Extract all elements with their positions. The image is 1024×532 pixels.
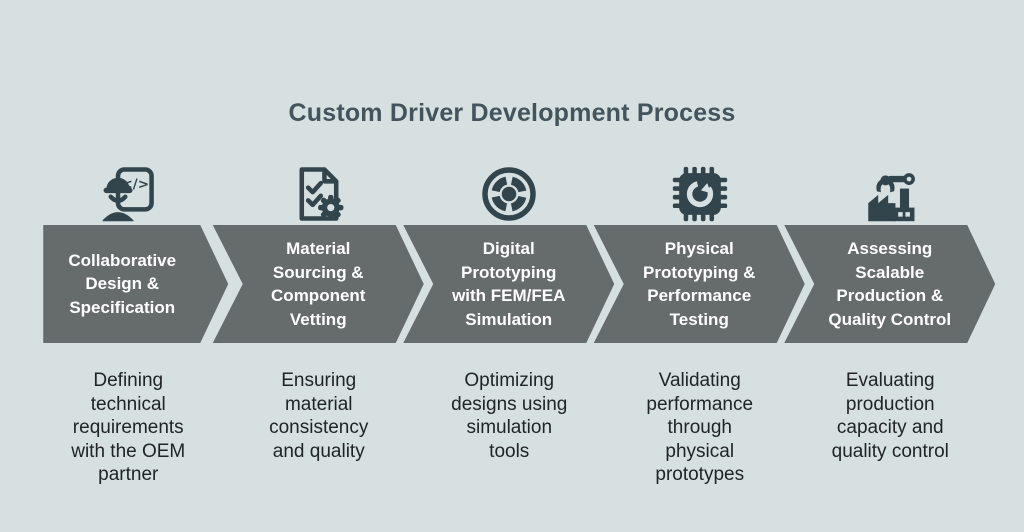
process-step: </> Collaborative Design & Specification…	[33, 165, 229, 487]
process-step: Physical Prototyping & Performance Testi…	[593, 165, 805, 487]
factory-robot-arm-icon	[795, 165, 986, 223]
diagram-title: Custom Driver Development Process	[288, 99, 736, 127]
step-chevron: Digital Prototyping with FEM/FEA Simulat…	[403, 225, 615, 343]
step-chevron-label: Physical Prototyping & Performance Testi…	[643, 239, 756, 329]
process-steps-row: </> Collaborative Design & Specification…	[33, 165, 996, 487]
step-chevron-label: Collaborative Design & Specification	[68, 250, 177, 317]
step-chevron: Assessing Scalable Production & Quality …	[784, 225, 996, 343]
step-chevron-label: Material Sourcing & Component Vetting	[271, 239, 366, 329]
step-chevron-label: Digital Prototyping with FEM/FEA Simulat…	[452, 239, 566, 329]
step-description: Evaluating production capacity and quali…	[831, 370, 949, 462]
step-description: Optimizing designs using simulation tool…	[451, 370, 568, 462]
process-step: Assessing Scalable Production & Quality …	[784, 165, 996, 487]
step-chevron: Material Sourcing & Component Vetting	[212, 225, 424, 343]
step-description: Ensuring material consistency and qualit…	[269, 370, 369, 462]
step-description: Defining technical requirements with the…	[71, 370, 186, 485]
speaker-driver-icon	[414, 165, 605, 223]
checklist-gear-icon	[224, 165, 415, 223]
chip-refresh-icon	[605, 165, 796, 223]
process-step: Digital Prototyping with FEM/FEA Simulat…	[403, 165, 615, 487]
step-chevron: Collaborative Design & Specification	[43, 225, 229, 343]
step-chevron-label: Assessing Scalable Production & Quality …	[828, 239, 952, 329]
step-description: Validating performance through physical …	[646, 370, 754, 485]
engineer-code-document-icon: </>	[33, 165, 224, 223]
step-chevron: Physical Prototyping & Performance Testi…	[593, 225, 805, 343]
process-step: Material Sourcing & Component Vetting En…	[212, 165, 424, 487]
